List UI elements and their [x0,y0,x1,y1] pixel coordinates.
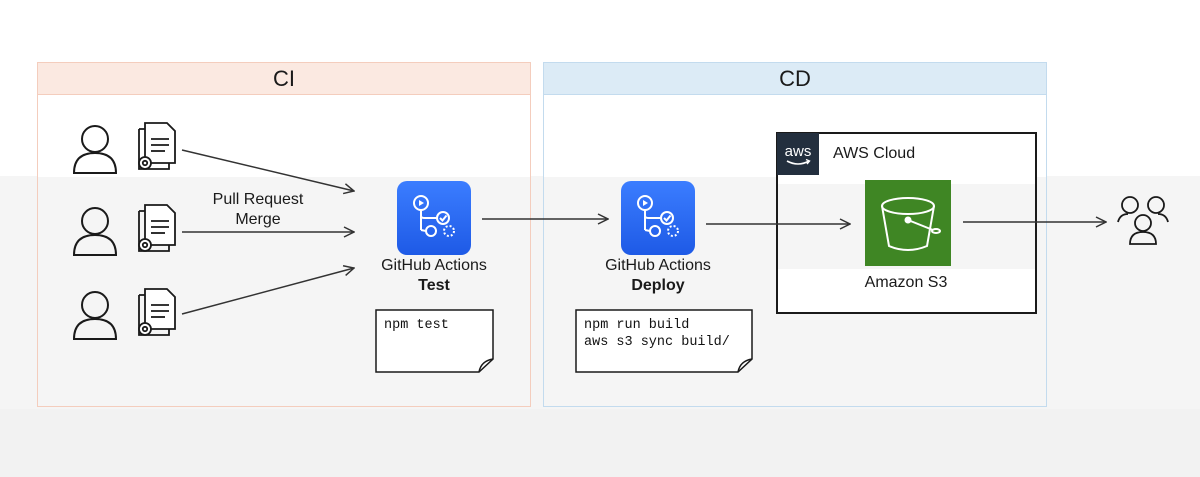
document-gear-icon [138,204,176,252]
test-step-stage: Test [418,277,450,294]
cd-panel-header: CD [544,63,1046,95]
developer-1 [72,122,176,174]
s3-bucket-icon [865,180,951,266]
user-icon [72,207,118,256]
end-users-icon [1117,196,1169,245]
pull-request-merge-label: Pull Request Merge [190,190,326,230]
github-actions-icon [621,181,695,255]
user-icon [72,291,118,340]
aws-logo-text: aws [785,143,812,160]
ci-title: CI [273,65,295,91]
test-command-text: npm test [384,318,449,333]
test-command-note: npm test [375,309,494,373]
document-gear-icon [138,288,176,336]
s3-label: Amazon S3 [864,274,948,291]
aws-logo-icon: aws [777,133,819,175]
deploy-step-name: GitHub Actions [605,257,711,274]
deploy-step-label: GitHub Actions Deploy [588,256,728,296]
aws-cloud-box-top [778,134,1035,184]
aws-cloud-box-base [778,269,1035,312]
deploy-command-text: npm run build aws s3 sync build/ [584,318,730,350]
ci-body-top [38,95,530,177]
cd-title: CD [779,65,811,91]
developer-3 [72,288,176,340]
pr-label-line-1: Pull Request [212,191,304,208]
ci-panel-header: CI [38,63,530,95]
arrow-dev3-to-test [181,268,354,315]
developer-2 [72,204,176,256]
arrow-dev1-to-test [181,149,354,191]
background-band-lower [0,409,1200,477]
github-actions-icon [397,181,471,255]
deploy-step-stage: Deploy [631,277,685,294]
user-icon [72,125,118,174]
test-step-name: GitHub Actions [381,257,487,274]
deploy-command-note: npm run build aws s3 sync build/ [575,309,753,373]
aws-cloud-label: AWS Cloud [833,145,916,162]
pr-label-line-2: Merge [235,211,281,228]
document-gear-icon [138,122,176,170]
test-step-label: GitHub Actions Test [364,256,504,296]
